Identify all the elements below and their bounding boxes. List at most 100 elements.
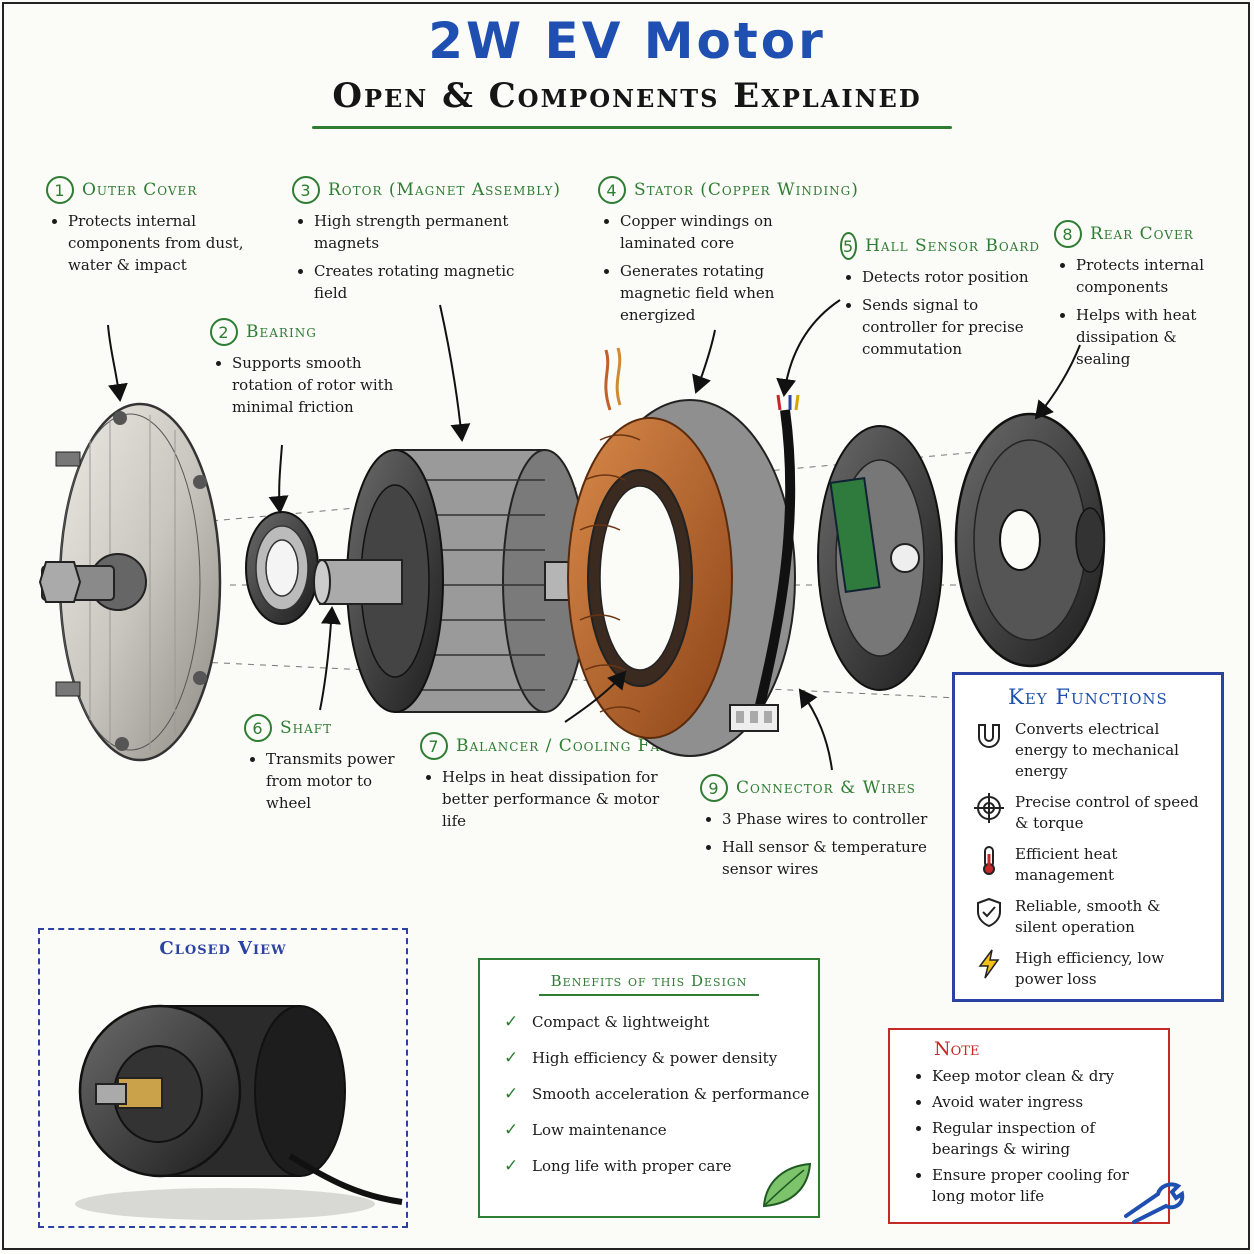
component-point: Helps with heat dissipation & sealing (1076, 304, 1226, 370)
component-number: 1 (46, 176, 74, 204)
note-item: Ensure proper cooling for long motor lif… (932, 1165, 1132, 1207)
component-title: Stator (Copper Winding) (634, 180, 859, 200)
key-function-text: Efficient heat management (1015, 845, 1118, 884)
stator-part (567, 347, 796, 757)
component-title: Rear Cover (1090, 224, 1194, 244)
component-bearing: 2 Bearing Supports smooth rotation of rot… (210, 318, 410, 424)
shield-check-icon (977, 897, 1001, 928)
closed-motor-illustration (75, 1004, 403, 1220)
closed-view-panel: Closed View (38, 928, 408, 1228)
component-title: Shaft (280, 718, 333, 738)
key-function-item: High efficiency, low power loss (973, 948, 1221, 990)
check-icon: ✓ (504, 1156, 519, 1176)
rear-cover-part (954, 412, 1106, 668)
component-point: Protects internal components (1076, 254, 1226, 298)
component-title: Balancer / Cooling Fan (456, 736, 672, 756)
benefits-title-underline (539, 994, 759, 996)
check-icon: ✓ (504, 1012, 519, 1032)
benefits-panel: Benefits of this Design ✓ Compact & light… (478, 958, 820, 1218)
benefit-item: ✓ High efficiency & power density (504, 1048, 818, 1068)
component-title: Outer Cover (82, 180, 198, 200)
benefit-text: Compact & lightweight (532, 1013, 710, 1031)
wrench-icon (1124, 1182, 1185, 1224)
component-connector-wires: 9 Connector & Wires 3 Phase wires to cont… (700, 774, 940, 886)
leaf-icon (762, 1162, 812, 1208)
key-function-text: Precise control of speed & torque (1015, 793, 1199, 832)
key-function-item: Efficient heat management (973, 844, 1221, 886)
connector-wires-part (729, 394, 800, 732)
component-point: High strength permanent magnets (314, 210, 544, 254)
closed-view-title: Closed View (159, 938, 287, 959)
benefit-item: ✓ Long life with proper care (504, 1156, 818, 1176)
component-point: Helps in heat dissipation for better per… (442, 766, 662, 832)
component-title: Connector & Wires (736, 778, 916, 798)
component-number: 7 (420, 732, 448, 760)
component-balancer-fan: 7 Balancer / Cooling Fan Helps in heat di… (420, 732, 680, 838)
title-underline (312, 126, 952, 129)
component-point: Sends signal to controller for precise c… (862, 294, 1037, 360)
component-rotor: 3 Rotor (Magnet Assembly) High strength p… (292, 176, 582, 310)
component-outer-cover: 1 Outer Cover Protects internal component… (46, 176, 246, 282)
page-title: 2W EV Motor (428, 12, 826, 70)
component-number: 6 (244, 714, 272, 742)
key-functions-panel: Key Functions Converts electrical energy… (952, 672, 1224, 1002)
lightning-icon (978, 949, 1000, 979)
callout-arrows (107, 299, 1081, 771)
key-function-text: High efficiency, low power loss (1015, 949, 1165, 988)
component-point: Protects internal components from dust, … (68, 210, 246, 276)
component-number: 4 (598, 176, 626, 204)
page-subtitle: Open & Components Explained (332, 76, 922, 116)
component-title: Bearing (246, 322, 317, 342)
component-point: Copper windings on laminated core (620, 210, 795, 254)
component-point: 3 Phase wires to controller (722, 808, 932, 830)
key-function-item: Reliable, smooth & silent operation (973, 896, 1221, 938)
component-hall-sensor-board: 5 Hall Sensor Board Detects rotor positio… (840, 232, 1040, 366)
key-function-item: Precise control of speed & torque (973, 792, 1221, 834)
component-point: Creates rotating magnetic field (314, 260, 544, 304)
note-item: Regular inspection of bearings & wiring (932, 1118, 1132, 1160)
magnet-icon (978, 724, 1000, 748)
check-icon: ✓ (504, 1048, 519, 1068)
hall-sensor-board-part (817, 425, 943, 691)
component-point: Detects rotor position (862, 266, 1037, 288)
component-title: Hall Sensor Board (865, 236, 1040, 256)
component-number: 5 (840, 232, 858, 260)
component-stator: 4 Stator (Copper Winding) Copper windings… (598, 176, 868, 332)
component-number: 8 (1054, 220, 1082, 248)
benefit-text: High efficiency & power density (532, 1049, 778, 1067)
note-item: Avoid water ingress (932, 1092, 1132, 1113)
target-icon (974, 793, 1004, 823)
bearing-part (245, 511, 319, 625)
component-point: Transmits power from motor to wheel (266, 748, 416, 814)
note-panel: Note Keep motor clean & dry Avoid water … (888, 1028, 1185, 1224)
outer-cover-part (38, 402, 222, 762)
component-shaft: 6 Shaft Transmits power from motor to whe… (244, 714, 424, 820)
key-functions-title: Key Functions (1008, 685, 1168, 709)
component-point: Supports smooth rotation of rotor with m… (232, 352, 410, 418)
key-function-item: Converts electrical energy to mechanical… (973, 719, 1221, 782)
benefit-item: ✓ Smooth acceleration & performance (504, 1084, 818, 1104)
benefit-text: Long life with proper care (532, 1157, 732, 1175)
key-function-text: Reliable, smooth & silent operation (1015, 897, 1161, 936)
check-icon: ✓ (504, 1120, 519, 1140)
note-item: Keep motor clean & dry (932, 1066, 1132, 1087)
component-title: Rotor (Magnet Assembly) (328, 180, 562, 200)
component-number: 2 (210, 318, 238, 346)
note-title: Note (934, 1038, 980, 1060)
benefit-text: Low maintenance (532, 1121, 667, 1139)
component-rear-cover: 8 Rear Cover Protects internal components… (1054, 220, 1234, 376)
key-function-text: Converts electrical energy to mechanical… (1015, 720, 1179, 780)
benefit-text: Smooth acceleration & performance (532, 1085, 810, 1103)
benefit-item: ✓ Compact & lightweight (504, 1012, 818, 1032)
component-number: 9 (700, 774, 728, 802)
benefit-item: ✓ Low maintenance (504, 1120, 818, 1140)
component-number: 3 (292, 176, 320, 204)
check-icon: ✓ (504, 1084, 519, 1104)
benefits-title: Benefits of this Design (550, 972, 748, 990)
rotor-part (313, 449, 611, 713)
component-point: Hall sensor & temperature sensor wires (722, 836, 932, 880)
component-point: Generates rotating magnetic field when e… (620, 260, 795, 326)
thermometer-icon (983, 846, 995, 875)
